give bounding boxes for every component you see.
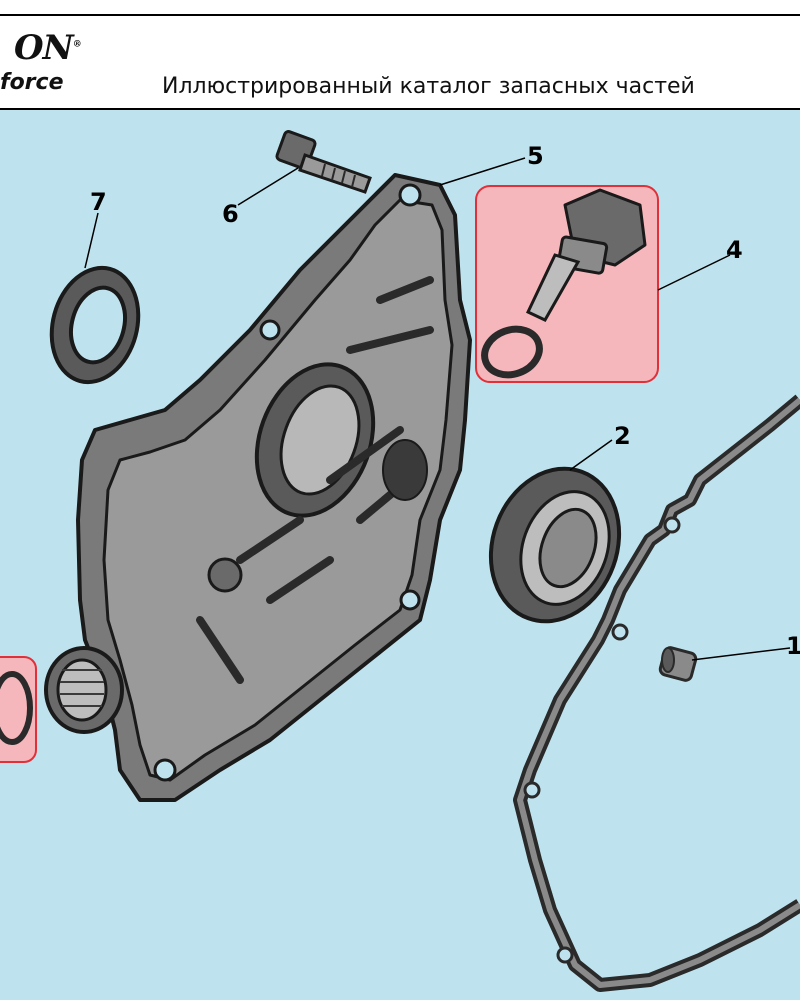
gasket-hole <box>556 946 574 964</box>
bearing-part-2 <box>488 466 622 624</box>
leader-line-4 <box>657 254 731 291</box>
brand-logo: ON® <box>14 28 82 68</box>
header-top-rule <box>0 14 800 16</box>
callout-5: 5 <box>527 142 544 170</box>
leader-line-2 <box>569 439 613 471</box>
leader-line-7 <box>84 212 99 269</box>
callout-6: 6 <box>222 200 239 228</box>
callout-2: 2 <box>614 422 631 450</box>
callout-4: 4 <box>726 236 743 264</box>
oil-dipstick-part-4 <box>481 188 647 379</box>
page-title: Иллюстрированный каталог запасных частей <box>162 74 695 99</box>
leader-line-5 <box>439 157 526 186</box>
exploded-view-drawing <box>0 130 800 992</box>
gasket-hole <box>663 516 681 534</box>
catalog-header: ON® force Иллюстрированный каталог запас… <box>0 0 800 110</box>
leader-lines <box>84 157 791 661</box>
callout-1: 1 <box>786 632 800 660</box>
gasket-hole <box>523 781 541 799</box>
dowel-pin-part-1 <box>658 646 698 682</box>
gasket-hole <box>611 623 629 641</box>
header-bottom-rule <box>0 108 800 110</box>
brand-logo-subtitle: force <box>0 70 64 95</box>
leader-line-1 <box>691 647 791 661</box>
gasket-body <box>517 397 800 988</box>
oil-seal-part-7 <box>49 265 141 385</box>
registered-mark: ® <box>72 39 82 50</box>
threaded-fitting <box>44 646 124 734</box>
leader-line-6 <box>237 167 299 206</box>
bolt-part-6 <box>275 130 372 194</box>
crankcase-cover-part-5 <box>76 173 472 802</box>
callout-7: 7 <box>90 188 107 216</box>
parts-diagram: 7 6 5 4 2 1 <box>0 110 800 1000</box>
seal-ring-left <box>0 671 33 745</box>
